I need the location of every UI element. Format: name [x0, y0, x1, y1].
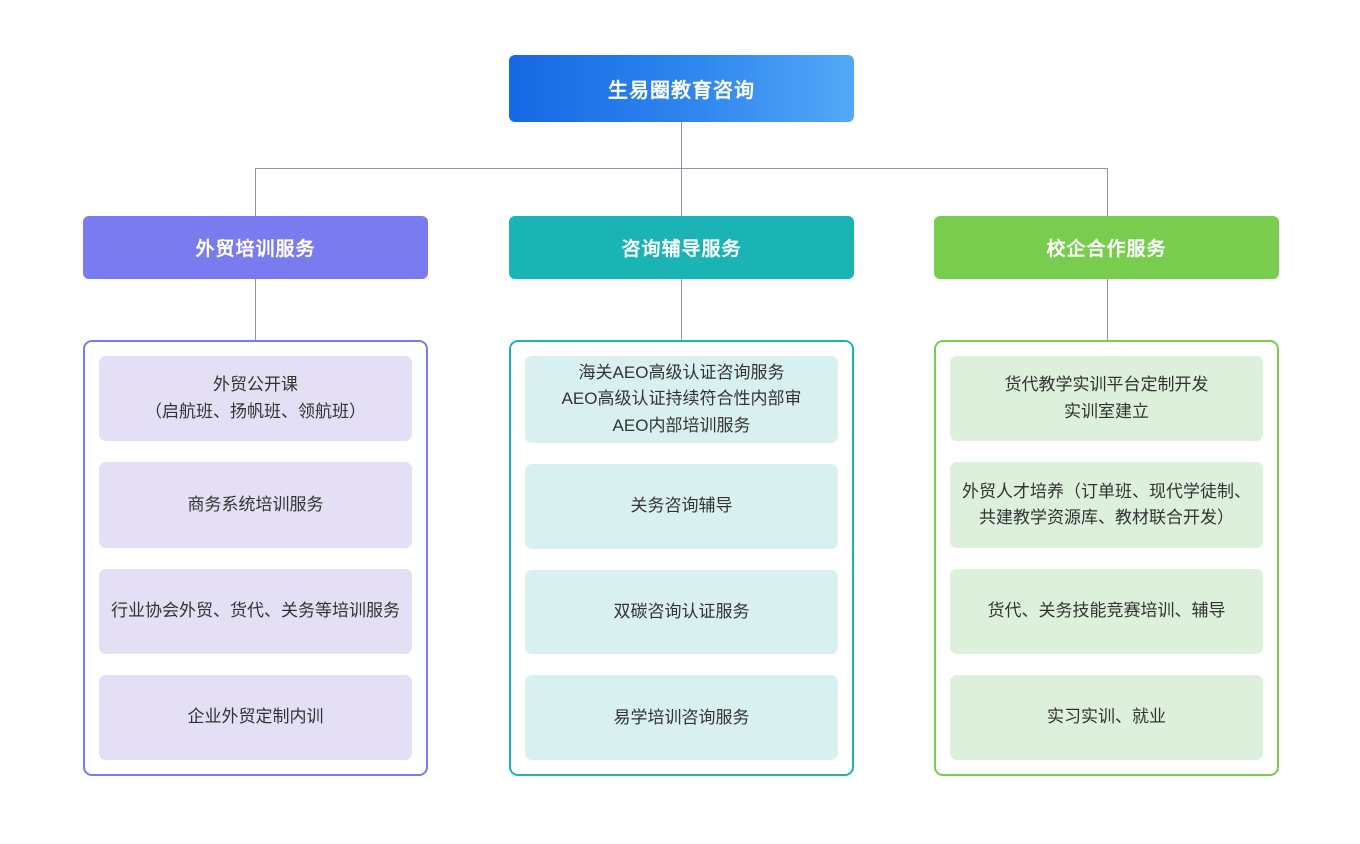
root-node: 生易圈教育咨询: [509, 55, 854, 122]
list-item[interactable]: 商务系统培训服务: [99, 462, 412, 548]
header-to-items-line-2: [1107, 279, 1108, 340]
header-to-items-line-0: [255, 279, 256, 340]
list-item[interactable]: 行业协会外贸、货代、关务等培训服务: [99, 568, 412, 654]
list-item[interactable]: 外贸公开课 （启航班、扬帆班、领航班）: [99, 356, 412, 442]
list-item[interactable]: 海关AEO高级认证咨询服务 AEO高级认证持续符合性内部审 AEO内部培训服务: [525, 356, 838, 444]
list-item[interactable]: 货代教学实训平台定制开发 实训室建立: [950, 356, 1263, 442]
branch-drop-line-2: [1107, 168, 1108, 216]
category-header-label: 校企合作服务: [1046, 239, 1167, 260]
root-drop-line: [681, 122, 682, 168]
root-node-label: 生易圈教育咨询: [608, 80, 755, 102]
branch-drop-line-1: [681, 168, 682, 216]
list-item[interactable]: 外贸人才培养（订单班、现代学徒制、共建教学资源库、教材联合开发）: [950, 462, 1263, 548]
list-item[interactable]: 易学培训咨询服务: [525, 675, 838, 760]
items-container-zixun-fudao: 海关AEO高级认证咨询服务 AEO高级认证持续符合性内部审 AEO内部培训服务 …: [509, 340, 854, 776]
items-container-xiaoqi-hezuo: 货代教学实训平台定制开发 实训室建立 外贸人才培养（订单班、现代学徒制、共建教学…: [934, 340, 1279, 776]
items-container-waimao-peixun: 外贸公开课 （启航班、扬帆班、领航班） 商务系统培训服务 行业协会外贸、货代、关…: [83, 340, 428, 776]
list-item[interactable]: 实习实训、就业: [950, 674, 1263, 760]
category-header-zixun-fudao[interactable]: 咨询辅导服务: [509, 216, 854, 279]
list-item[interactable]: 双碳咨询认证服务: [525, 569, 838, 655]
header-to-items-line-1: [681, 279, 682, 340]
list-item[interactable]: 关务咨询辅导: [525, 464, 838, 549]
list-item[interactable]: 企业外贸定制内训: [99, 674, 412, 760]
branch-drop-line-0: [255, 168, 256, 216]
category-header-xiaoqi-hezuo[interactable]: 校企合作服务: [934, 216, 1279, 279]
list-item[interactable]: 货代、关务技能竞赛培训、辅导: [950, 568, 1263, 654]
category-header-label: 咨询辅导服务: [621, 239, 742, 260]
category-header-waimao-peixun[interactable]: 外贸培训服务: [83, 216, 428, 279]
category-header-label: 外贸培训服务: [195, 239, 316, 260]
